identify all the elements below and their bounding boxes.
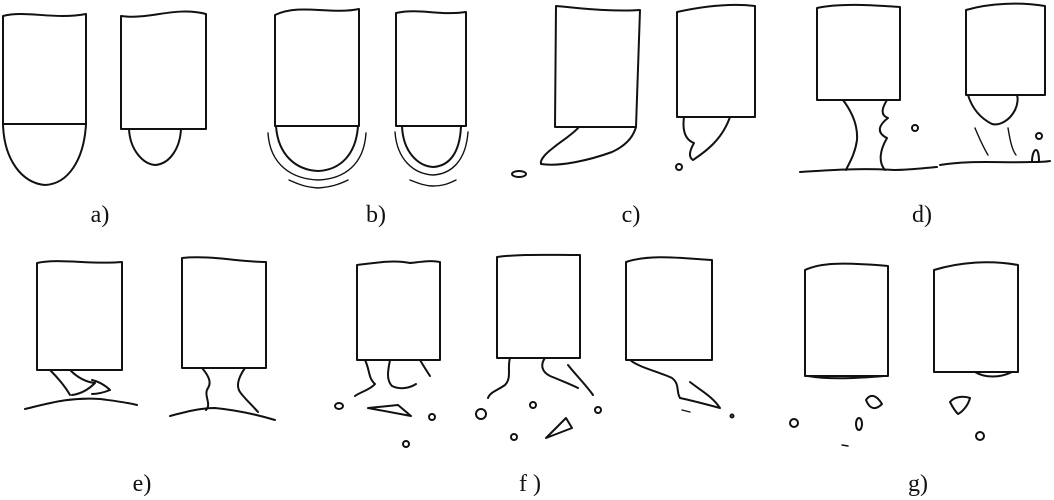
panel-a-drawing — [2, 10, 207, 186]
panel-d-electrode-2 — [939, 2, 1051, 166]
panel-a-electrode-2 — [120, 10, 207, 166]
panel-g-drawing — [789, 261, 1019, 447]
panel-e-electrode-1 — [24, 260, 138, 410]
panel-c-electrode-1 — [511, 5, 641, 178]
panel-c-label: c) — [621, 202, 641, 228]
panel-d-drawing — [799, 2, 1051, 173]
panel-c-electrode-2 — [675, 3, 756, 171]
panel-b-label: b) — [366, 202, 386, 228]
panel-f-label: f ) — [519, 471, 541, 497]
panel-b-drawing — [267, 8, 469, 189]
panel-f-electrode-3 — [625, 256, 735, 419]
panel-g-electrode-1 — [789, 262, 889, 447]
panel-f-drawing — [334, 253, 735, 448]
panel-a-label: a) — [90, 202, 110, 228]
panel-b-electrode-1 — [267, 8, 367, 189]
panel-c-drawing — [511, 3, 756, 178]
panel-e-electrode-2 — [169, 256, 276, 421]
panel-g-label: g) — [908, 471, 928, 497]
panel-d-electrode-1 — [799, 3, 938, 173]
panel-d-label: d) — [912, 202, 932, 228]
panel-g-electrode-2 — [933, 261, 1019, 441]
panel-f-electrode-2 — [475, 253, 602, 441]
panel-f-electrode-1 — [334, 260, 441, 448]
panel-a-electrode-1 — [2, 13, 87, 186]
panel-e-label: e) — [132, 471, 152, 497]
panel-b-electrode-2 — [394, 10, 469, 187]
panel-e-drawing — [24, 256, 276, 421]
